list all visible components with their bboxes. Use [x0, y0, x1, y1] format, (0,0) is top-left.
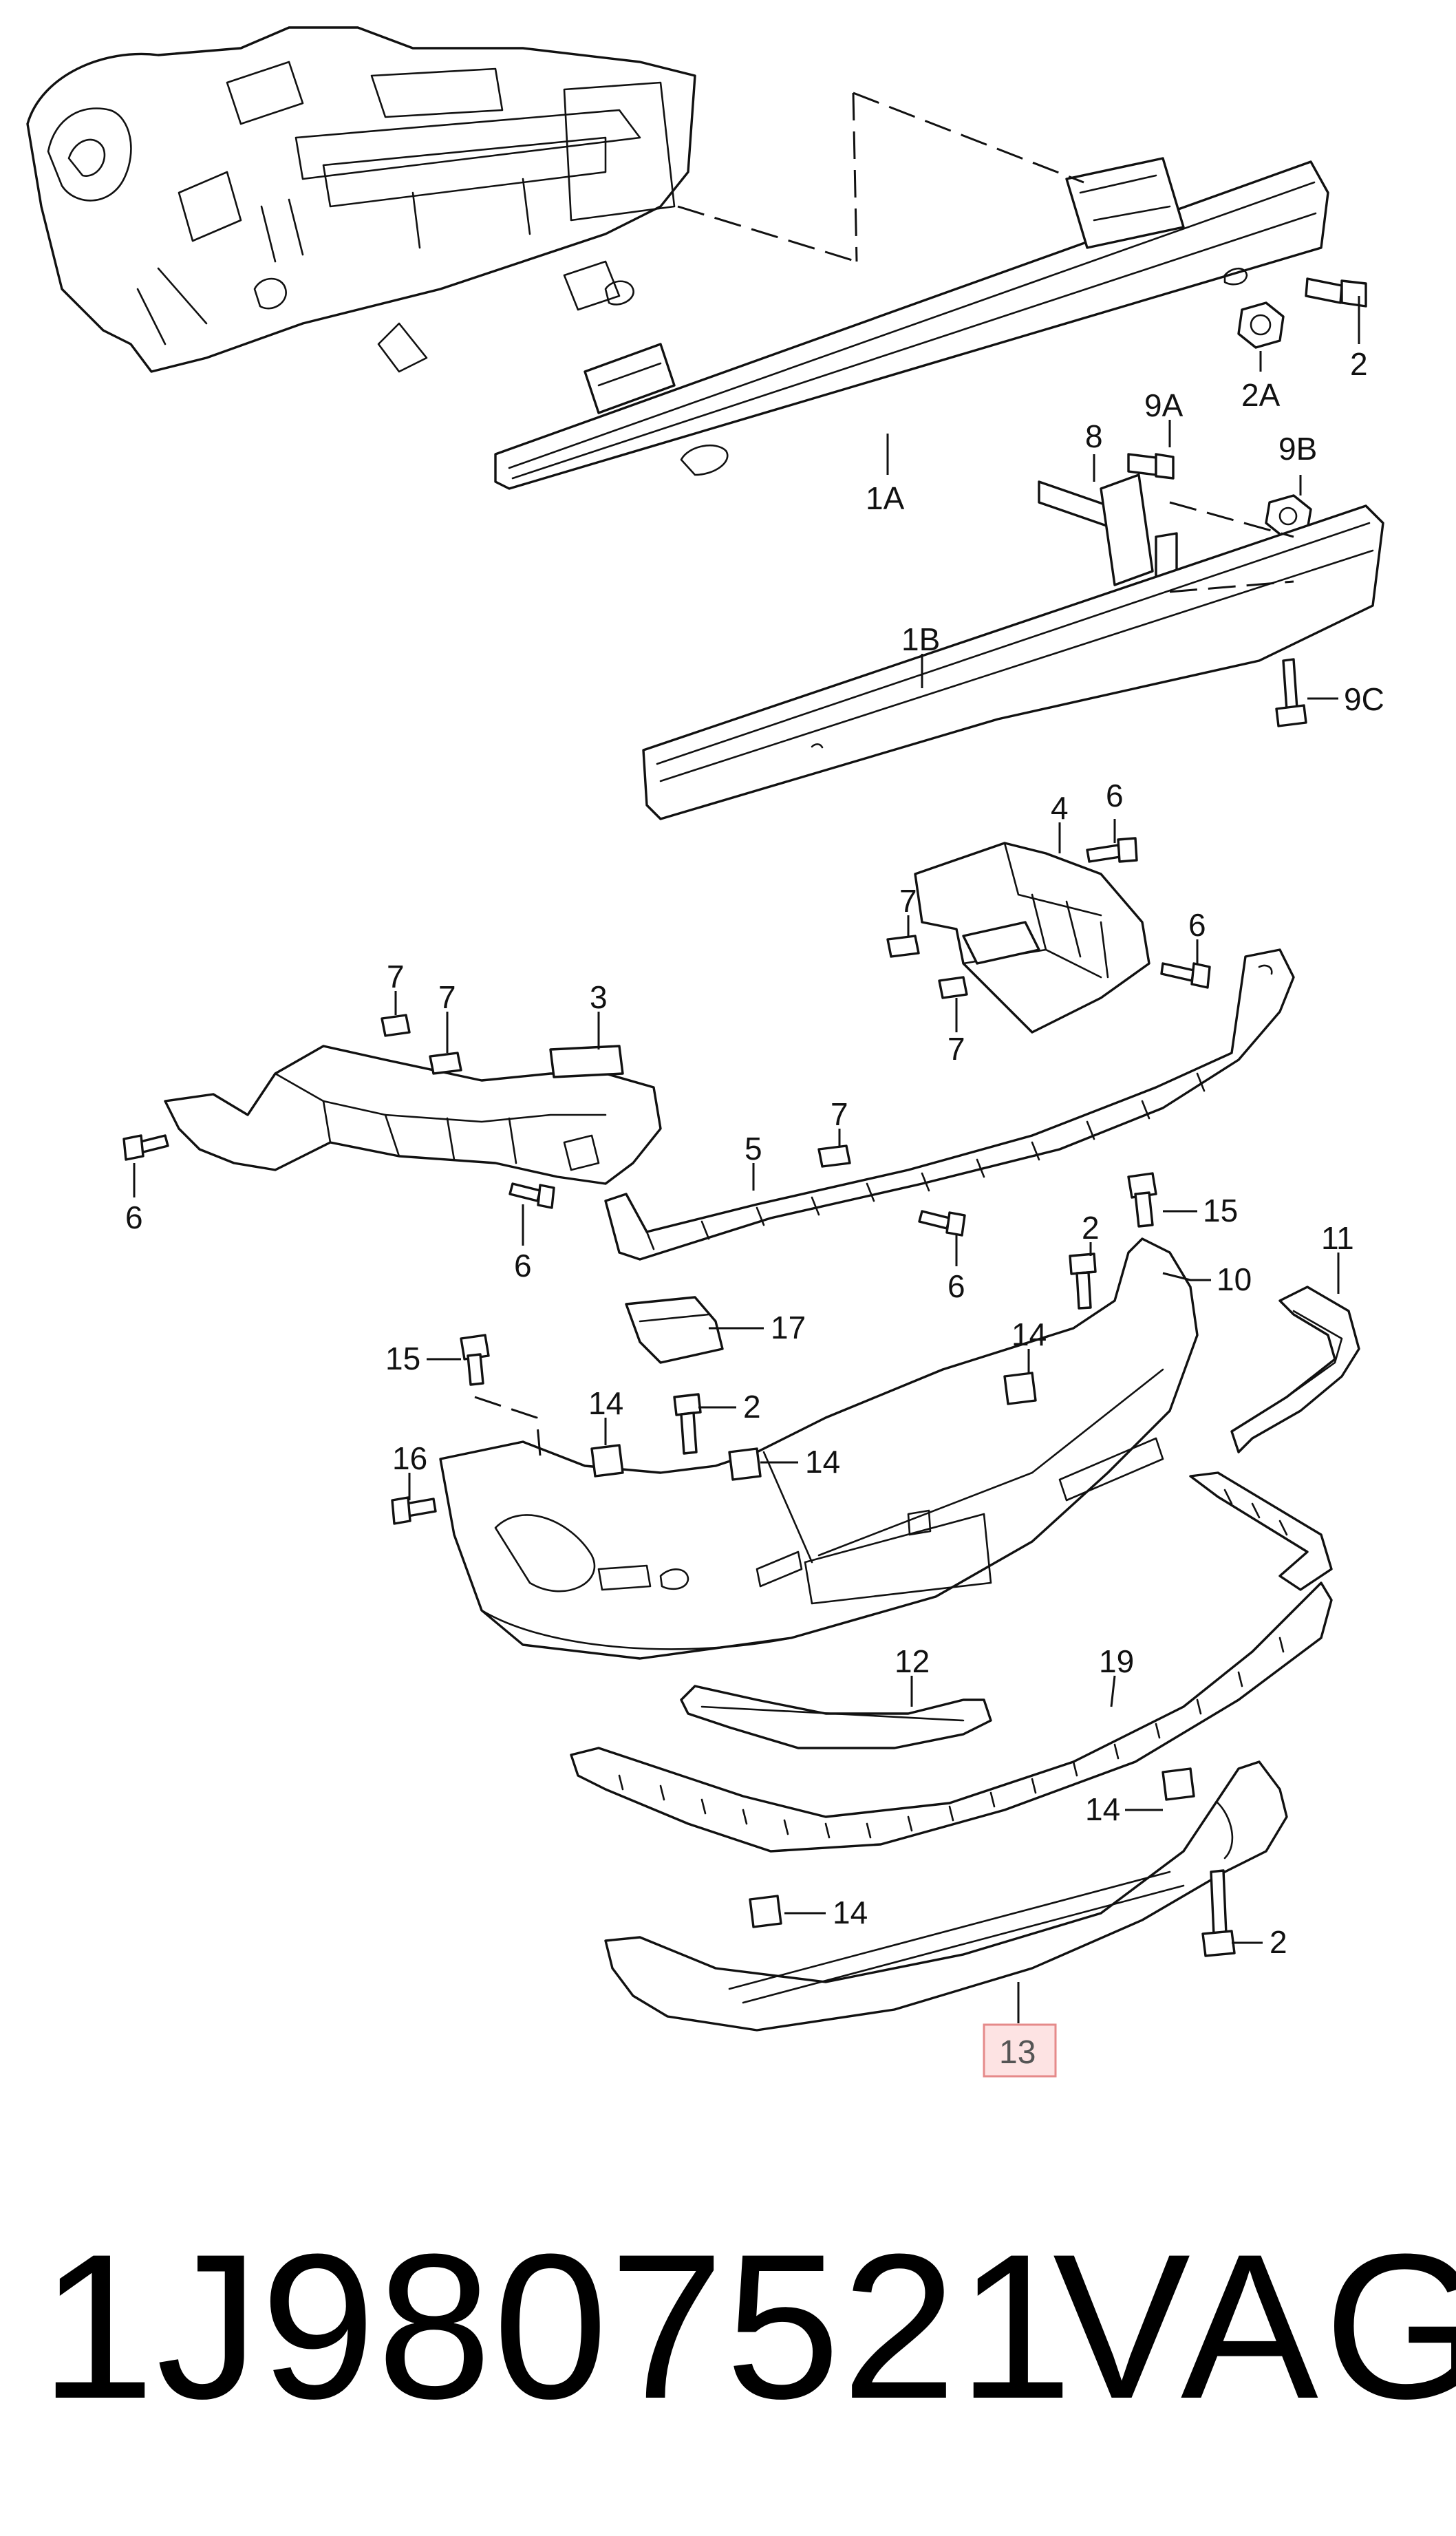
- clip-14-a: [1003, 1372, 1037, 1405]
- callout-9b: 9B: [1278, 431, 1317, 467]
- screw-6-c: [122, 1134, 169, 1161]
- part-number-label: 1J9807521: [40, 2210, 1074, 2442]
- part-11-side-trim: [1230, 1286, 1360, 1453]
- callout-6: 6: [1188, 907, 1206, 943]
- callout-5: 5: [745, 1131, 762, 1166]
- clip-14-e: [749, 1895, 782, 1928]
- callout-10: 10: [1217, 1261, 1252, 1297]
- screw-9c: [1275, 658, 1307, 727]
- callout-14: 14: [805, 1444, 840, 1480]
- bolt-2-b: [1069, 1253, 1097, 1310]
- callout-6: 6: [948, 1268, 965, 1304]
- callout-14: 14: [588, 1385, 623, 1421]
- clip-14-b: [590, 1444, 624, 1478]
- part-10-bumper-cover: [439, 1237, 1199, 1660]
- callout-2: 2: [1350, 346, 1368, 382]
- callout-7: 7: [387, 959, 405, 994]
- nut-2a: [1237, 301, 1285, 349]
- callout-13-highlight[interactable]: 13: [983, 2023, 1057, 2078]
- callout-6: 6: [514, 1248, 532, 1283]
- callout-14: 14: [1011, 1317, 1047, 1352]
- callout-9a: 9A: [1144, 387, 1184, 423]
- callout-2: 2: [1270, 1924, 1287, 1960]
- screw-6-e: [918, 1210, 966, 1237]
- clip-15-right: [1127, 1172, 1157, 1228]
- screw-6-d: [508, 1182, 555, 1209]
- brand-label: VAG: [1053, 2210, 1456, 2442]
- highlight-box[interactable]: [983, 2023, 1057, 2078]
- clip-7-b: [938, 976, 968, 999]
- part-1a-impact-member: [494, 157, 1329, 490]
- vehicle-body-rear-section: [26, 26, 696, 373]
- callout-1b: 1B: [901, 621, 940, 657]
- callout-11: 11: [1321, 1220, 1354, 1256]
- callout-7: 7: [948, 1031, 965, 1067]
- clip-15-left: [460, 1334, 490, 1386]
- part-12-trim-strip: [680, 1685, 992, 1749]
- callout-8: 8: [1085, 418, 1103, 454]
- callout-2: 2: [743, 1389, 761, 1425]
- bolt-2-top: [1305, 277, 1367, 308]
- callout-6: 6: [125, 1200, 143, 1235]
- callout-16: 16: [392, 1440, 427, 1476]
- callout-7: 7: [899, 883, 917, 919]
- callout-6: 6: [1106, 778, 1124, 813]
- clip-7-d: [429, 1052, 462, 1075]
- callout-7: 7: [831, 1096, 848, 1132]
- callout-13: 13: [999, 2034, 1036, 2071]
- callout-9c: 9C: [1344, 681, 1384, 717]
- callout-4: 4: [1051, 790, 1069, 826]
- part-19-lower-strip: [570, 1471, 1333, 1853]
- callout-15: 15: [1203, 1193, 1238, 1228]
- part-8-mounting-pin: [1038, 473, 1178, 586]
- callout-labels: 2 2A 1A 8 9A 9B 1B 9C 4 6 7 6 7 7 7 3 6 …: [125, 346, 1384, 1960]
- clip-7-a: [886, 935, 920, 958]
- callout-12: 12: [895, 1643, 930, 1679]
- callout-17: 17: [771, 1310, 806, 1345]
- part-17-bracket: [625, 1296, 724, 1364]
- callout-2: 2: [1082, 1210, 1100, 1246]
- clip-7-c: [381, 1014, 411, 1037]
- callout-19: 19: [1099, 1643, 1134, 1679]
- callout-15: 15: [385, 1341, 420, 1376]
- part-3-bracket-left: [164, 1045, 662, 1185]
- callout-2a: 2A: [1241, 377, 1281, 413]
- callout-14: 14: [1085, 1791, 1120, 1827]
- screw-2-d: [1201, 1869, 1236, 1957]
- part-5-carrier: [604, 948, 1295, 1261]
- callout-14: 14: [833, 1895, 868, 1930]
- bolt-9a: [1127, 453, 1175, 480]
- screw-6-b: [1160, 962, 1211, 989]
- part-13-rear-spoiler: [604, 1760, 1288, 2032]
- part-1b-reinforcement-bar: [642, 504, 1384, 820]
- bolt-2-c: [673, 1393, 702, 1455]
- callout-7: 7: [438, 979, 456, 1015]
- screw-6-a: [1086, 837, 1138, 863]
- callout-1a: 1A: [866, 480, 905, 516]
- clip-14-d: [1161, 1767, 1195, 1801]
- screw-16: [391, 1496, 437, 1525]
- clip-7-e: [817, 1144, 851, 1168]
- clip-14-c: [728, 1447, 762, 1481]
- part-4-bracket-right: [914, 842, 1150, 1034]
- leader-lines: [133, 296, 1360, 2023]
- callout-3: 3: [590, 979, 608, 1015]
